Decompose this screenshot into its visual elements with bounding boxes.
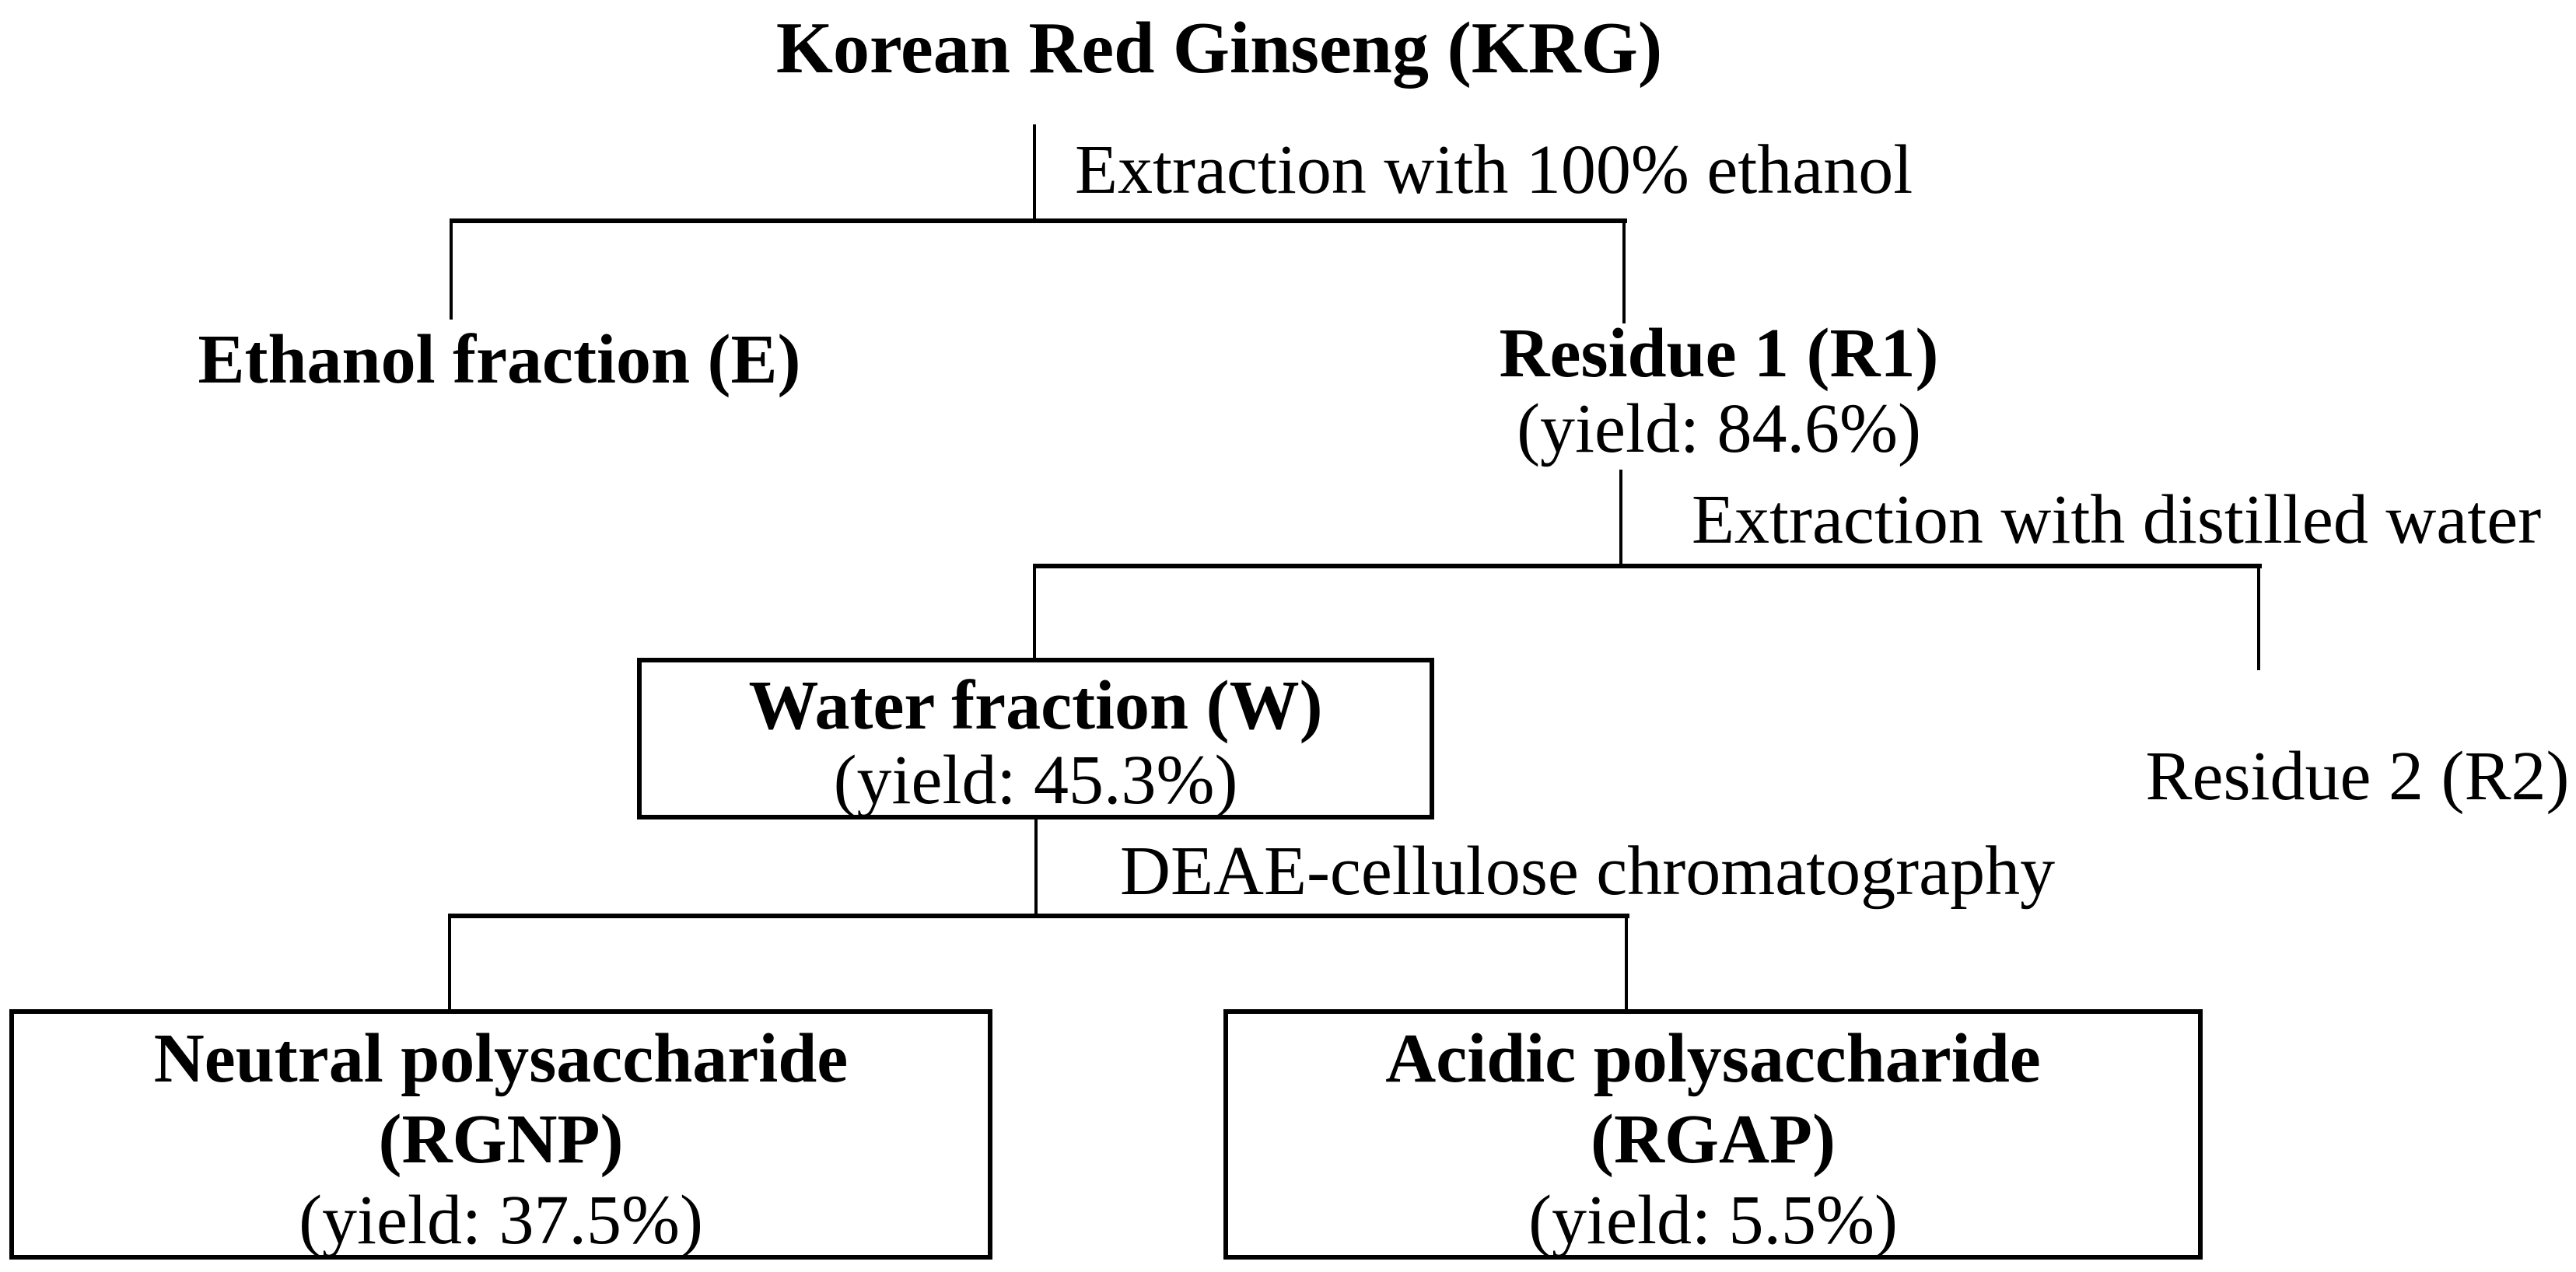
node-residue-1-label: Residue 1 (R1) [1499,315,1939,392]
node-acidic-polysaccharide-yield: (yield: 5.5%) [1528,1182,1898,1259]
node-acidic-polysaccharide-label: Acidic polysaccharide [1385,1020,2041,1097]
node-acidic-polysaccharide: Acidic polysaccharide (RGAP) (yield: 5.5… [1223,1009,2203,1260]
connector-water-fraction-stem [1034,819,1038,918]
node-neutral-polysaccharide-label: Neutral polysaccharide [153,1020,849,1097]
node-acidic-polysaccharide-abbr: (RGAP) [1591,1101,1836,1178]
node-residue-1: Residue 1 (R1) (yield: 84.6%) [1408,316,2030,467]
node-water-fraction-yield: (yield: 45.3%) [833,742,1238,819]
node-ethanol-fraction: Ethanol fraction (E) [198,321,801,398]
connector-drop-residue-2 [2257,564,2260,670]
connector-branch-3 [448,914,1629,918]
node-residue-2: Residue 2 (R2) [2145,738,2570,815]
node-water-fraction-label: Water fraction (W) [748,667,1323,744]
root-node-krg: Korean Red Ginseng (KRG) [775,8,1663,89]
node-water-fraction: Water fraction (W) (yield: 45.3%) [637,658,1434,819]
node-neutral-polysaccharide-abbr: (RGNP) [378,1101,624,1178]
connector-branch-2 [1033,564,2262,568]
node-neutral-polysaccharide-yield: (yield: 37.5%) [299,1182,703,1259]
connector-krg-stem [1033,124,1036,223]
process-label-chromatography: DEAE-cellulose chromatography [1120,833,2056,910]
node-residue-1-yield: (yield: 84.6%) [1517,390,1921,467]
node-neutral-polysaccharide: Neutral polysaccharide (RGNP) (yield: 37… [9,1009,992,1260]
connector-branch-1 [450,218,1627,223]
process-label-ethanol-extraction: Extraction with 100% ethanol [1075,131,1913,208]
connector-drop-water-fraction [1033,564,1036,662]
connector-drop-neutral-polysaccharide [448,914,451,1012]
connector-drop-residue-1 [1622,218,1626,323]
connector-drop-ethanol-fraction [450,218,453,320]
connector-residue-1-stem [1619,470,1622,568]
process-label-water-extraction: Extraction with distilled water [1692,481,2542,558]
connector-drop-acidic-polysaccharide [1625,914,1628,1012]
